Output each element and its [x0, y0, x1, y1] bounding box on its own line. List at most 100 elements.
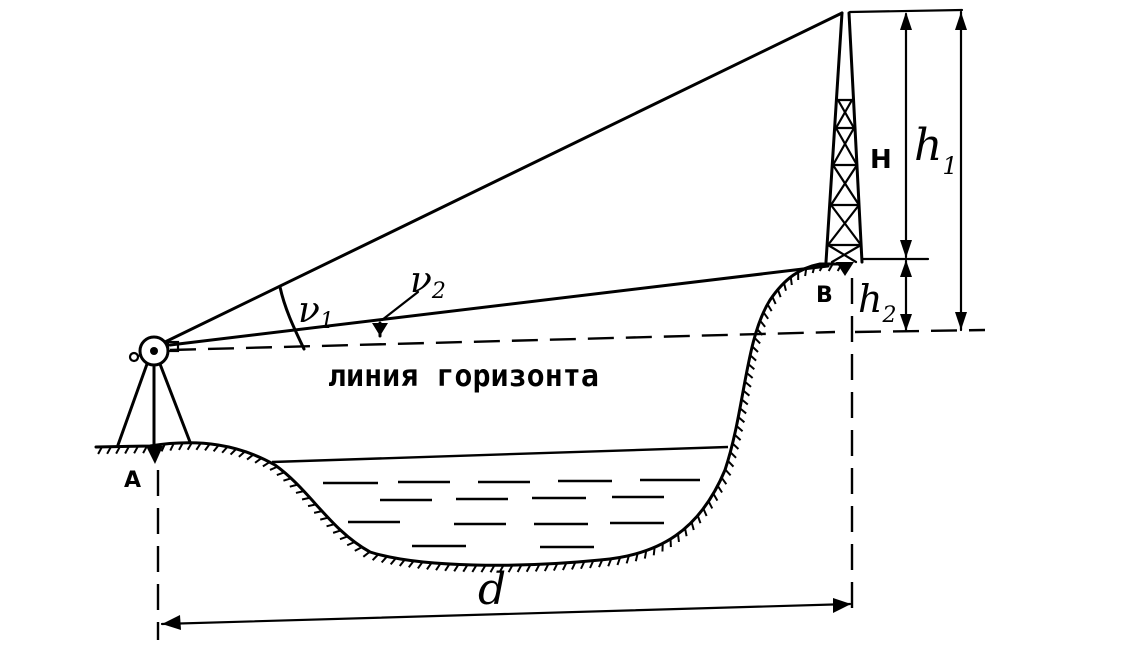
hatch-mark: [444, 563, 451, 572]
hatch-mark: [771, 296, 777, 305]
hatch-mark: [221, 446, 229, 454]
hatch-mark: [354, 546, 363, 552]
angle-2-label: ν2: [410, 260, 446, 304]
hatch-mark: [516, 564, 523, 573]
hatch-mark: [346, 541, 355, 547]
distance-label: d: [478, 564, 506, 615]
hatch-mark: [766, 303, 773, 312]
tower-height-label: H: [870, 145, 892, 175]
point-a-label: A: [124, 468, 141, 493]
hatch-mark: [142, 445, 148, 454]
angle-2-marker: [372, 323, 388, 336]
hatch-mark: [789, 276, 793, 286]
hatch-mark: [295, 490, 305, 494]
hatch-mark: [326, 523, 335, 528]
hatch-mark: [212, 444, 220, 452]
hatch-mark: [744, 380, 752, 388]
hatch-mark: [783, 282, 787, 292]
hatch-mark: [634, 553, 639, 562]
hatch-mark: [246, 453, 254, 461]
hatch-mark: [762, 311, 769, 320]
hatch-mark: [543, 563, 550, 572]
hatch-mark: [625, 555, 630, 564]
hatch-mark: [616, 557, 622, 566]
horizon-line: [169, 330, 836, 352]
hatch-mark: [724, 468, 732, 477]
distance-dimension: [160, 602, 852, 626]
hatch-mark: [690, 521, 695, 531]
hatch-mark: [362, 551, 371, 558]
hatch-mark: [480, 564, 487, 573]
hatch-mark: [195, 442, 202, 451]
hatch-mark: [607, 558, 613, 567]
hatch-mark: [735, 425, 744, 432]
hatch-mark: [276, 471, 285, 477]
hatch-mark: [115, 446, 121, 455]
hatch-mark: [97, 446, 103, 455]
hatch-mark: [676, 533, 680, 543]
signal-tower: [824, 11, 864, 264]
hatch-mark: [426, 562, 433, 570]
hatch-mark: [745, 372, 754, 379]
hatch-mark: [489, 564, 496, 573]
hatch-mark: [462, 564, 469, 573]
angle-2-leader: [380, 290, 420, 322]
point-b-marker: [836, 262, 854, 276]
height-1-label: h1: [914, 120, 958, 180]
hatch-mark: [289, 483, 298, 488]
hatch-mark: [435, 562, 442, 571]
hatch-mark: [133, 445, 139, 454]
water-waves: [323, 478, 700, 549]
angle-1-label: ν1: [298, 290, 334, 334]
hatch-mark: [740, 398, 749, 406]
hatch-mark: [733, 433, 742, 441]
hatch-mark: [471, 564, 478, 573]
hatch-mark: [269, 465, 278, 471]
hatch-mark: [742, 389, 751, 397]
hatch-mark: [453, 563, 460, 572]
hatch-mark: [319, 516, 329, 521]
hatch-mark: [731, 442, 740, 450]
hatch-mark: [380, 555, 388, 564]
hatch-mark: [739, 407, 747, 415]
hatch-mark: [702, 508, 708, 517]
hatch-mark: [389, 557, 397, 566]
angle-1-arc: [278, 285, 306, 351]
theodolite-instrument: [116, 335, 192, 448]
hatch-mark: [749, 354, 757, 362]
hatch-mark: [753, 337, 761, 345]
horizon-line-label: линия горизонта: [328, 359, 599, 394]
hatch-mark: [417, 561, 424, 570]
water-surface: [271, 445, 729, 464]
hatch-mark: [712, 493, 719, 502]
hatch-mark: [398, 559, 406, 567]
hatch-mark: [313, 510, 323, 514]
hatch-mark: [186, 442, 193, 451]
sight-line-to-point-b: [168, 264, 830, 347]
hatch-mark: [339, 535, 348, 541]
horizon-line-extension: [854, 328, 986, 334]
hatch-mark: [124, 445, 130, 454]
hatch-mark: [827, 263, 834, 272]
height-2-label: h2: [858, 277, 896, 328]
hatch-mark: [106, 446, 112, 455]
point-b-label: B: [816, 283, 833, 308]
hatch-mark: [229, 448, 237, 456]
hatch-mark: [169, 442, 175, 451]
point-a-marker: [146, 446, 163, 464]
hatch-mark: [580, 561, 586, 570]
hatch-mark: [720, 477, 728, 485]
hatch-mark: [283, 477, 292, 482]
hatch-mark: [598, 559, 604, 568]
hatch-mark: [534, 563, 541, 572]
hatch-mark: [696, 515, 702, 524]
sight-line-to-tower-top: [163, 11, 844, 344]
hatch-mark: [307, 503, 317, 508]
hatch-mark: [238, 450, 246, 458]
hatch-mark: [301, 496, 311, 501]
hatch-mark: [589, 560, 595, 569]
hatch-mark: [727, 460, 735, 468]
hatch-mark: [729, 451, 737, 459]
hatch-mark: [552, 562, 559, 572]
